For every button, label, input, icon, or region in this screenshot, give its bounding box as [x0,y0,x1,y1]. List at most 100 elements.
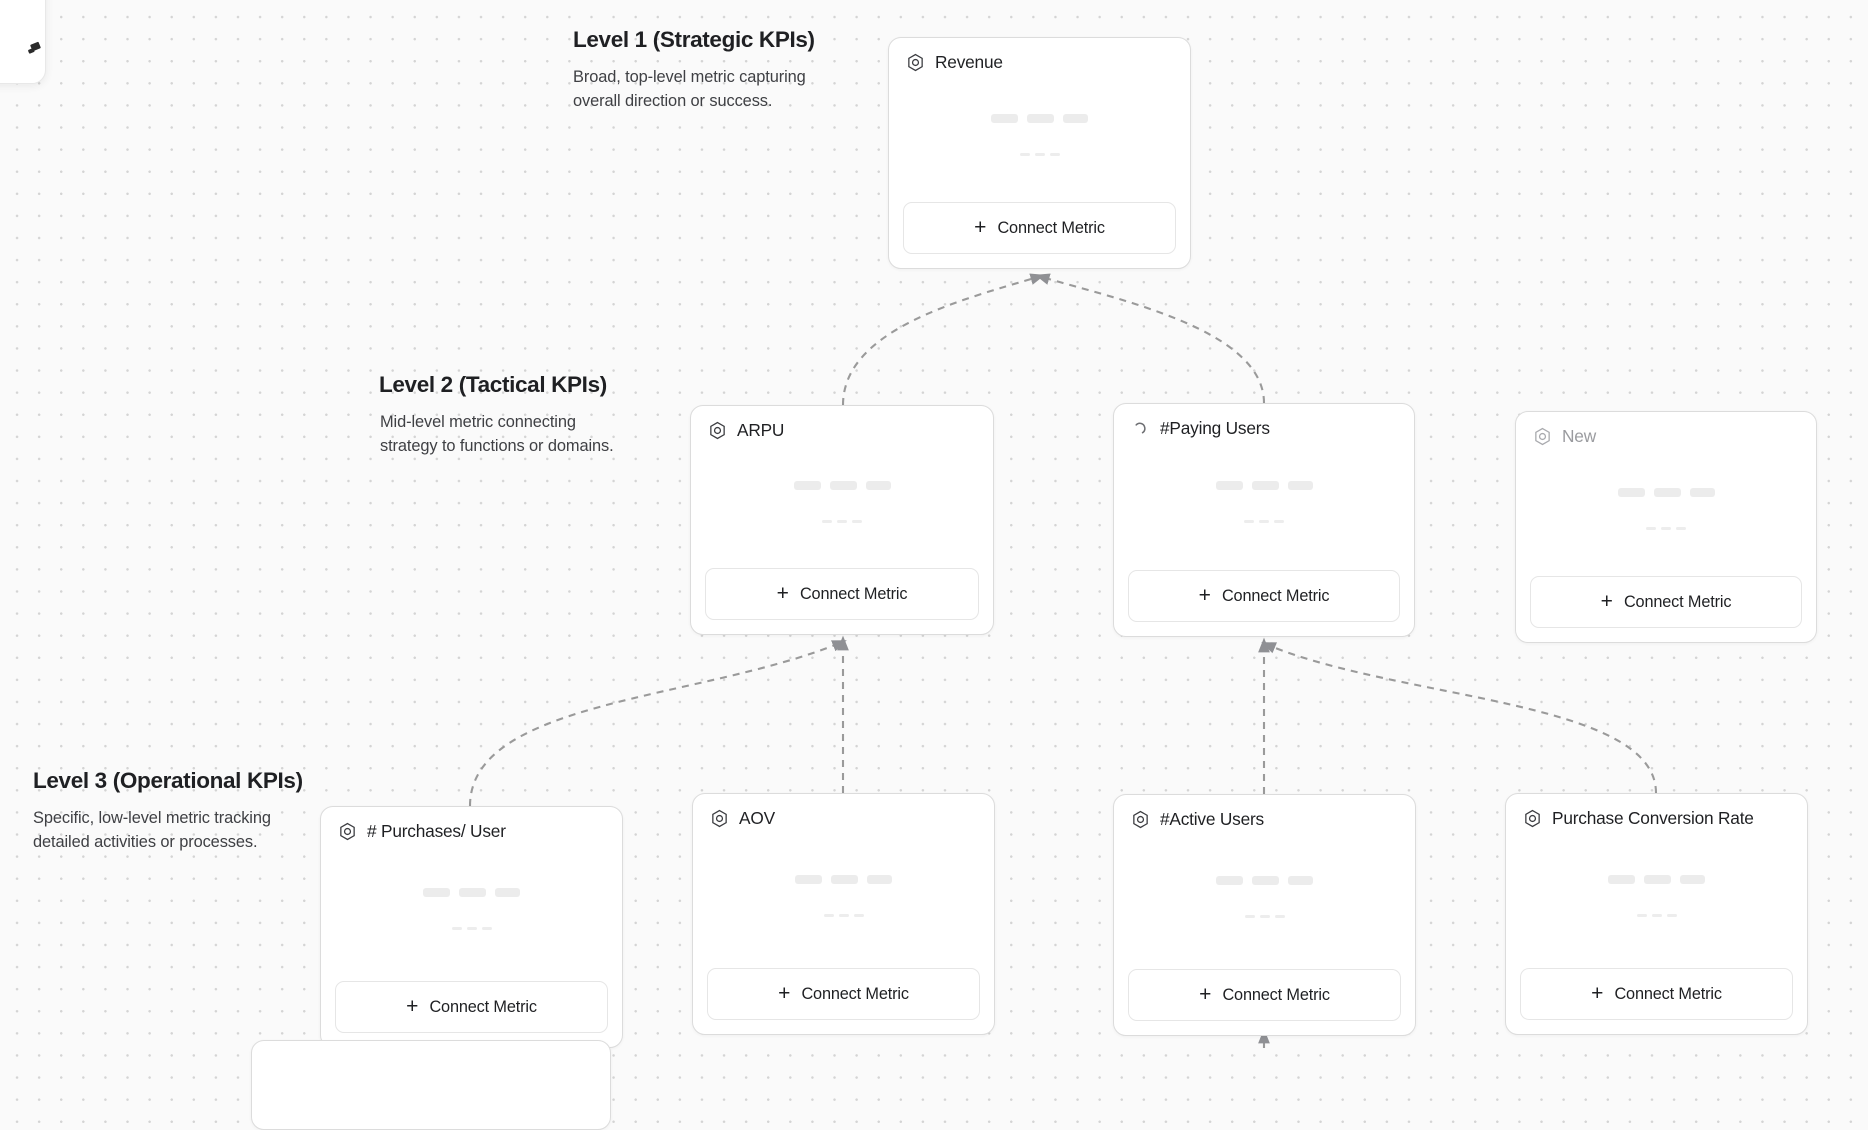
skeleton-bar [1216,876,1243,885]
card-title: Purchase Conversion Rate [1552,807,1754,828]
skeleton-bar [423,888,450,897]
skeleton-bar [829,481,857,490]
skeleton-bar [1027,114,1054,123]
skeleton-bar [795,875,822,884]
connect-metric-button[interactable]: + Connect Metric [705,568,979,620]
hexagon-target-icon [340,822,355,841]
card-skeleton-body [1516,446,1816,576]
skeleton-bar [793,481,821,490]
skeleton-row-primary [1608,875,1705,884]
card-header: # Purchases/ User [321,807,622,841]
card-title: AOV [739,807,775,828]
skeleton-tick [1676,527,1686,530]
plus-icon: + [778,981,791,1005]
level-1-description-line-2: overall direction or success. [573,91,773,110]
skeleton-tick [1636,914,1647,917]
metric-card-revenue[interactable]: Revenue + Connect Metric [888,37,1191,269]
connect-metric-label: Connect Metric [997,218,1105,237]
connect-metric-button[interactable]: + Connect Metric [1128,969,1401,1021]
side-panel-edge[interactable] [0,0,46,84]
skeleton-bar [1287,481,1313,490]
skeleton-row-primary [991,114,1088,123]
skeleton-tick [1244,520,1254,523]
level-3-description-line-1: Specific, low-level metric tracking [33,809,271,827]
skeleton-tick [1666,914,1677,917]
skeleton-row-primary [795,875,892,884]
metric-card-aov[interactable]: AOV + Connect Metric [692,793,995,1035]
connect-metric-button[interactable]: + Connect Metric [903,202,1176,254]
card-skeleton-body [889,72,1190,202]
level-1-description: Broad, top-level metric capturing overal… [573,66,815,114]
plus-icon: + [1600,589,1613,613]
card-title: # Purchases/ User [367,820,506,841]
edge-purchases-arpu [468,640,847,807]
metric-card-new[interactable]: New + Connect Metric [1515,411,1817,643]
connect-metric-label: Connect Metric [1221,586,1330,605]
skeleton-row-primary [793,481,891,490]
skeleton-tick [1259,520,1269,523]
card-title: New [1562,425,1596,446]
skeleton-bar [1288,876,1313,885]
level-1-label-group: Level 1 (Strategic KPIs) Broad, top-leve… [573,26,815,114]
skeleton-tick [451,927,462,930]
metric-card-offscreen-bottom[interactable] [251,1040,611,1130]
metric-card-arpu[interactable]: ARPU + Connect Metric [690,405,994,635]
connect-metric-label: Connect Metric [1623,592,1732,611]
plus-icon: + [974,215,987,239]
card-header: Purchase Conversion Rate [1506,794,1807,828]
connect-metric-label: Connect Metric [799,584,908,603]
level-1-title: Level 1 (Strategic KPIs) [573,27,815,52]
connect-metric-label: Connect Metric [801,984,909,1003]
plus-icon: + [1591,981,1604,1005]
skeleton-tick [1034,153,1045,156]
level-2-title: Level 2 (Tactical KPIs) [379,372,607,397]
connect-metric-button[interactable]: + Connect Metric [1128,570,1400,622]
skeleton-tick [837,520,847,523]
skeleton-row-secondary [1019,153,1060,156]
metric-card-purchase-conversion-rate[interactable]: Purchase Conversion Rate + Connect Metri… [1505,793,1808,1035]
skeleton-bar [1617,488,1645,497]
plus-icon: + [776,581,789,605]
metric-card-paying-users[interactable]: #Paying Users + Connect Metric [1113,403,1415,637]
card-skeleton-body [321,841,622,981]
skeleton-row-secondary [451,927,492,930]
hexagon-target-icon [1525,809,1540,828]
level-2-label-group: Level 2 (Tactical KPIs) Mid-level metric… [379,371,614,459]
skeleton-tick [481,927,492,930]
skeleton-bar [1680,875,1705,884]
card-title: Revenue [935,51,1003,72]
level-3-description: Specific, low-level metric tracking deta… [33,807,303,855]
edge-arpu-revenue [841,273,1046,406]
level-3-description-line-2: detailed activities or processes. [33,832,258,851]
level-2-description: Mid-level metric connecting strategy to … [380,411,614,459]
connect-metric-label: Connect Metric [429,997,537,1016]
skeleton-tick [1259,915,1270,918]
connect-metric-button[interactable]: + Connect Metric [335,981,608,1033]
card-title: ARPU [737,419,785,440]
skeleton-bar [1251,481,1279,490]
edge-pcr-paying-users [1261,642,1658,794]
plus-icon: + [406,994,419,1018]
hexagon-target-icon [710,421,725,440]
skeleton-bar [831,875,858,884]
skeleton-bar [1215,481,1243,490]
skeleton-bar [1644,875,1671,884]
skeleton-tick [466,927,477,930]
hexagon-target-icon [908,53,923,72]
card-skeleton-body [691,440,993,568]
card-title: #Paying Users [1160,417,1270,438]
metric-card-active-users[interactable]: #Active Users + Connect Metric [1113,794,1416,1036]
metric-card-purchases-per-user[interactable]: # Purchases/ User + Connect Metric [320,806,623,1048]
skeleton-tick [1274,915,1285,918]
connect-metric-button[interactable]: + Connect Metric [707,968,980,1020]
connect-metric-button[interactable]: + Connect Metric [1520,968,1793,1020]
skeleton-row-primary [1617,488,1715,497]
card-header: #Active Users [1114,795,1415,829]
skeleton-tick [838,914,849,917]
skeleton-bar [865,481,891,490]
skeleton-row-secondary [823,914,864,917]
skeleton-tick [1274,520,1284,523]
connect-metric-button[interactable]: + Connect Metric [1530,576,1802,628]
card-title: #Active Users [1160,808,1264,829]
